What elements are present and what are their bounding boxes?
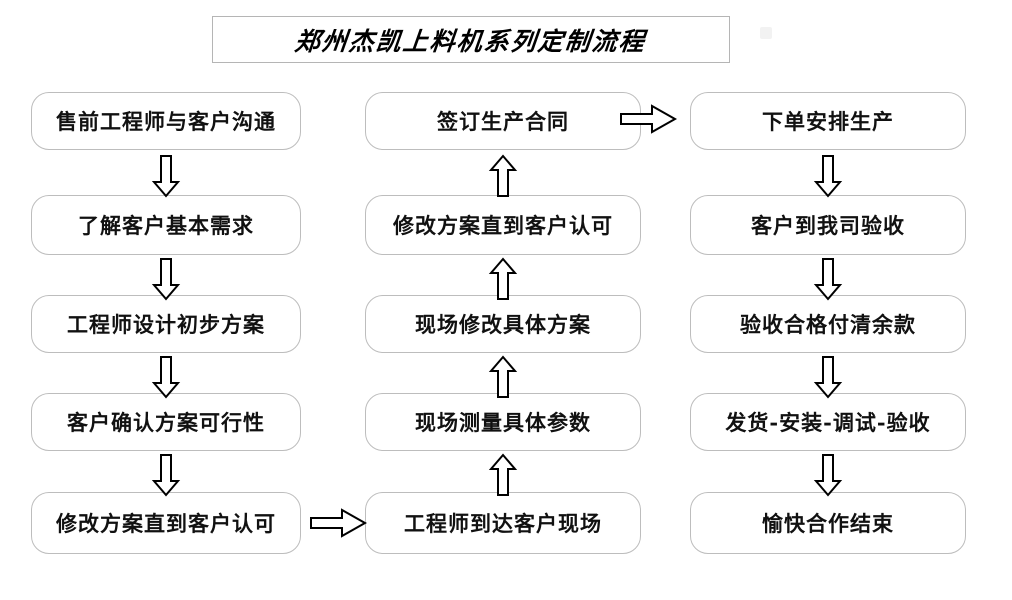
flow-node-column2-step2[interactable]: 现场测量具体参数 (365, 393, 641, 451)
flow-node-label: 了解客户基本需求 (78, 212, 254, 238)
flow-node-column1-step5[interactable]: 修改方案直到客户认可 (31, 492, 301, 554)
flow-node-column2-step5[interactable]: 签订生产合同 (365, 92, 641, 150)
flow-node-label: 修改方案直到客户认可 (56, 510, 276, 536)
arrow-up-icon (488, 154, 518, 197)
flow-node-label: 客户确认方案可行性 (67, 409, 265, 435)
flow-node-label: 下单安排生产 (762, 108, 894, 134)
arrow-down-icon (151, 356, 181, 399)
flow-node-label: 工程师到达客户现场 (404, 510, 602, 536)
flow-node-column1-step1[interactable]: 售前工程师与客户沟通 (31, 92, 301, 150)
flow-node-label: 签订生产合同 (437, 108, 569, 134)
arrow-right-icon (310, 508, 368, 538)
flow-node-column2-step1[interactable]: 工程师到达客户现场 (365, 492, 641, 554)
flow-node-column3-step2[interactable]: 客户到我司验收 (690, 195, 966, 255)
arrow-down-icon (151, 454, 181, 497)
arrow-down-icon (813, 356, 843, 399)
arrow-down-icon (151, 155, 181, 198)
flow-node-label: 验收合格付清余款 (740, 311, 916, 337)
diagram-title-box: 郑州杰凯上料机系列定制流程 (212, 16, 730, 63)
arrow-down-icon (813, 155, 843, 198)
flow-node-column1-step2[interactable]: 了解客户基本需求 (31, 195, 301, 255)
arrow-up-icon (488, 453, 518, 496)
flow-node-column3-step3[interactable]: 验收合格付清余款 (690, 295, 966, 353)
arrow-right-icon (620, 104, 678, 134)
arrow-down-icon (813, 258, 843, 301)
arrow-up-icon (488, 355, 518, 398)
flow-node-column3-step5[interactable]: 愉快合作结束 (690, 492, 966, 554)
arrow-down-icon (151, 258, 181, 301)
flow-node-label: 发货-安装-调试-验收 (725, 409, 931, 435)
flow-node-label: 工程师设计初步方案 (67, 311, 265, 337)
flow-node-label: 愉快合作结束 (762, 510, 894, 536)
page-title: 郑州杰凯上料机系列定制流程 (293, 26, 648, 56)
flow-node-column3-step1[interactable]: 下单安排生产 (690, 92, 966, 150)
flow-node-column2-step4[interactable]: 修改方案直到客户认可 (365, 195, 641, 255)
flow-node-label: 客户到我司验收 (751, 212, 905, 238)
flow-node-label: 售前工程师与客户沟通 (56, 108, 276, 134)
flow-node-label: 现场测量具体参数 (415, 409, 591, 435)
flow-node-label: 现场修改具体方案 (415, 311, 591, 337)
flow-node-column2-step3[interactable]: 现场修改具体方案 (365, 295, 641, 353)
flow-node-label: 修改方案直到客户认可 (393, 212, 613, 238)
watermark-speck (760, 27, 772, 39)
flow-node-column1-step3[interactable]: 工程师设计初步方案 (31, 295, 301, 353)
arrow-down-icon (813, 454, 843, 497)
arrow-up-icon (488, 257, 518, 300)
flow-node-column3-step4[interactable]: 发货-安装-调试-验收 (690, 393, 966, 451)
flow-node-column1-step4[interactable]: 客户确认方案可行性 (31, 393, 301, 451)
